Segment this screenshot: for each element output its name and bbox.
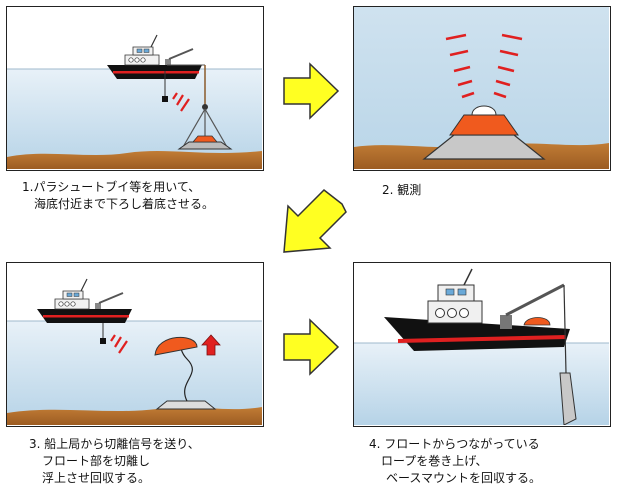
step-4-caption-line-2: ロープを巻き上げ、 — [381, 454, 488, 468]
step-1-illustration — [7, 7, 262, 169]
acoustic-wave-icon — [445, 33, 523, 99]
arrow-right-icon-2 — [283, 318, 340, 376]
step-1-caption-line-2: 海底付近まで下ろし着底させる。 — [34, 197, 215, 211]
step-4-illustration — [354, 263, 609, 425]
panel-step-3 — [6, 262, 264, 427]
step-3-illustration — [7, 263, 262, 425]
arrow-down-left-icon — [283, 189, 347, 253]
step-3-caption-line-3: 浮上させ回収する。 — [42, 471, 151, 485]
ship-icon — [384, 268, 570, 351]
step-4-caption-line-3: ベースマウントを回収する。 — [386, 471, 542, 485]
step-4-caption-line-1: 4. フロートからつながっている — [369, 437, 540, 451]
step-2-caption-line-1: 2. 観測 — [382, 183, 422, 197]
arrow-right-icon — [283, 62, 340, 120]
panel-step-4 — [353, 262, 611, 427]
panel-step-1 — [6, 6, 264, 171]
step-3-caption-line-2: フロート部を切離し — [42, 454, 151, 468]
step-2-illustration — [354, 7, 609, 169]
step-3-caption-line-1: 3. 船上局から切離信号を送り、 — [29, 437, 200, 451]
step-1-caption-line-1: 1.パラシュートブイ等を用いて、 — [22, 180, 201, 194]
up-arrow-icon — [201, 334, 221, 356]
panel-step-2 — [353, 6, 611, 171]
